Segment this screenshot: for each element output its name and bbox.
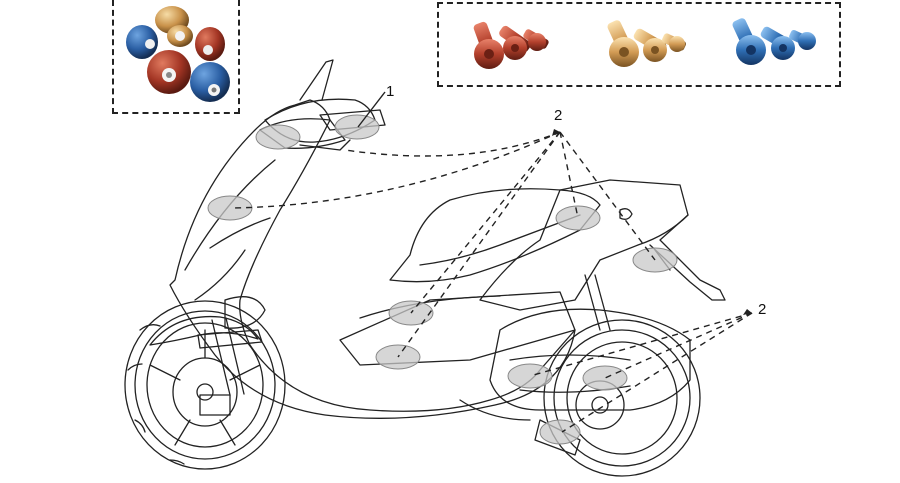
red-knob xyxy=(147,50,191,94)
screw-kit-inset xyxy=(437,2,841,87)
knob-accessories-inset xyxy=(112,0,240,114)
red-knob xyxy=(195,27,225,61)
blue-knob xyxy=(126,25,158,59)
marker-headset-left xyxy=(255,124,301,150)
callout-2-top: 2 xyxy=(554,107,563,124)
rear-body xyxy=(479,179,726,311)
marker-headset-right xyxy=(334,114,380,140)
leaders-2-right xyxy=(529,312,753,433)
blue-knob xyxy=(190,62,230,102)
callout-1: 1 xyxy=(386,83,395,100)
marker-side-panel-upper xyxy=(388,300,434,326)
gold-knob xyxy=(155,6,193,47)
seat xyxy=(389,188,601,283)
leaders-2-top xyxy=(231,131,656,358)
engine-swingarm xyxy=(459,274,691,456)
marker-license-bracket xyxy=(632,247,678,273)
marker-footrest xyxy=(539,419,581,445)
red-screws xyxy=(473,21,549,69)
gold-screws xyxy=(607,20,687,67)
marker-seat-side xyxy=(555,205,601,231)
screw-kit-photo xyxy=(473,18,816,69)
blue-screws xyxy=(732,18,816,65)
leader-1 xyxy=(357,91,386,128)
callout-2-right: 2 xyxy=(758,301,767,318)
front-fender-and-fork xyxy=(149,315,263,416)
marker-side-panel-lower xyxy=(375,344,421,370)
hardware-location-markers xyxy=(207,114,678,445)
headset xyxy=(264,98,376,151)
rear-wheel xyxy=(543,319,701,477)
marker-front-panel xyxy=(207,195,253,221)
front-wheel xyxy=(124,300,286,470)
marker-engine-cover xyxy=(507,363,553,389)
leader-lines xyxy=(231,91,753,433)
marker-rear-hub xyxy=(582,365,628,391)
footboard xyxy=(339,291,576,366)
knob-accessories-photo xyxy=(126,6,230,102)
